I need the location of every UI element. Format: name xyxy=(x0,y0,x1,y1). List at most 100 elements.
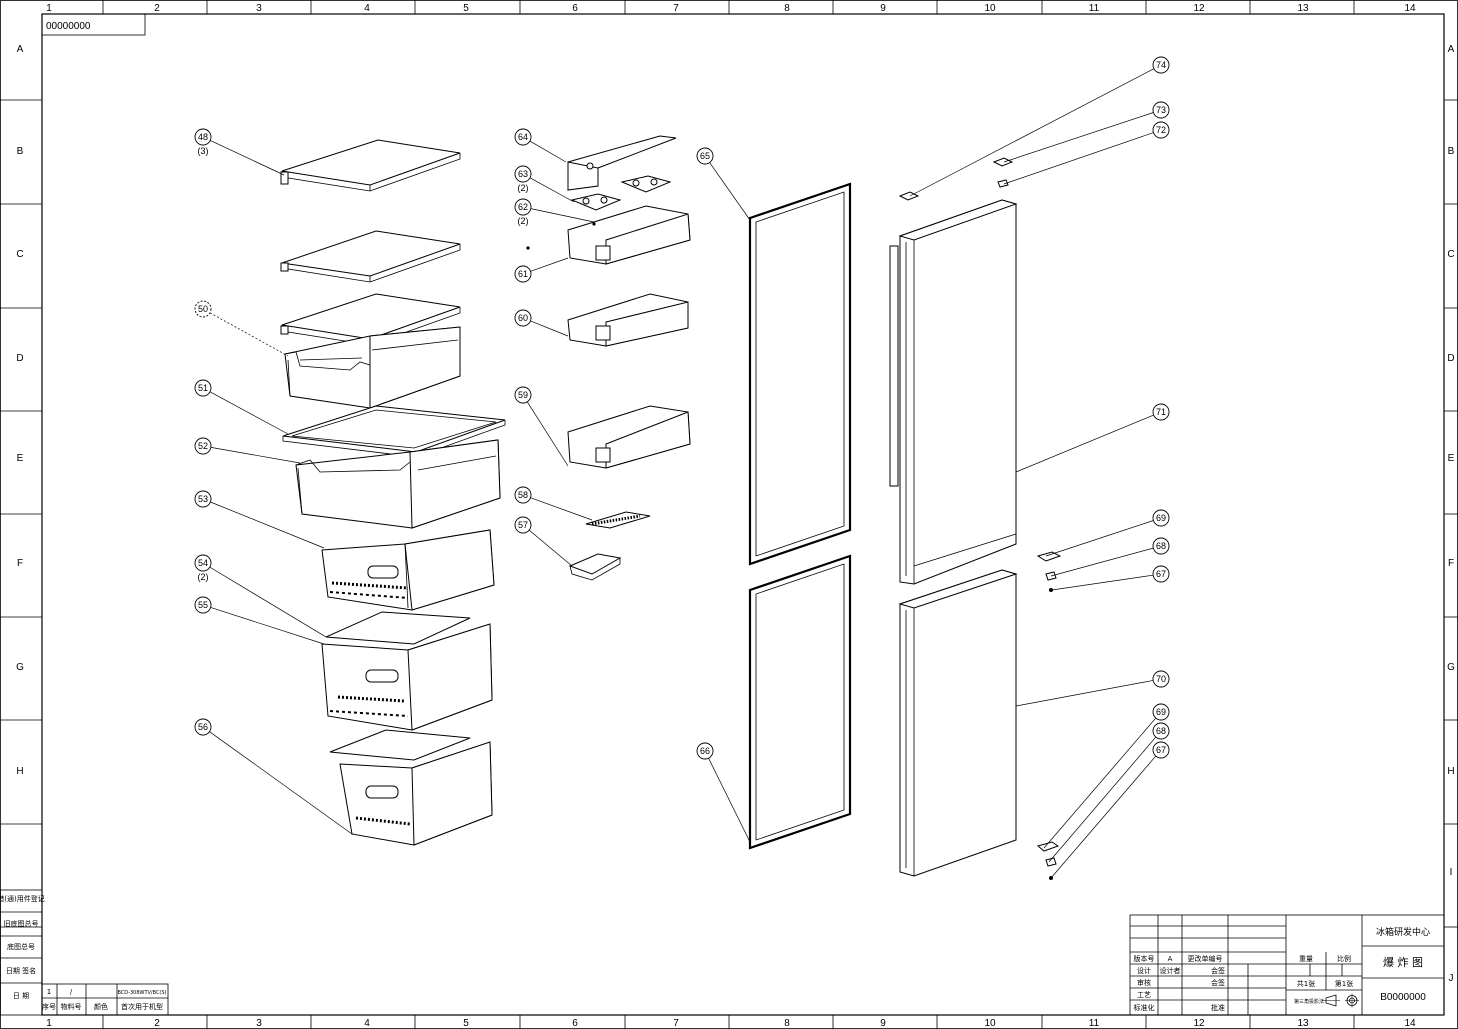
callout-59: 59 xyxy=(514,386,569,467)
egg-holder-63 xyxy=(570,175,672,211)
row-mark-right-G: G xyxy=(1447,662,1455,673)
row-mark-right-F: F xyxy=(1448,558,1454,569)
registry-row-2: 旧底图总号 xyxy=(4,919,39,928)
callout-54: 54(2) xyxy=(194,554,327,638)
callout-number: 74 xyxy=(1156,60,1166,70)
callout-number: 63 xyxy=(518,169,528,179)
third-angle-projection-icon xyxy=(1322,993,1359,1008)
freezer-door-70 xyxy=(898,569,1018,877)
col-mark-top-4: 4 xyxy=(364,3,370,14)
glass-shelf-48 xyxy=(280,139,461,192)
col-mark-top-8: 8 xyxy=(784,3,790,14)
callout-55: 55 xyxy=(194,596,325,645)
callout-quantity: (2) xyxy=(518,183,529,193)
fridge-door-71 xyxy=(889,199,1018,585)
col-mark-bottom-6: 6 xyxy=(572,1018,578,1029)
callout-67: 67 xyxy=(1051,565,1170,591)
mat-row2-col4: 首次用于机型 xyxy=(121,1002,163,1011)
callout-71: 71 xyxy=(1015,403,1170,473)
row-mark-right-J: J xyxy=(1449,973,1454,984)
standard-label: 标准化 xyxy=(1134,1003,1155,1012)
mat-row1-col4: BCD-308WTV/BC(S) xyxy=(117,990,166,996)
door-bin-60 xyxy=(567,293,689,347)
callout-66: 66 xyxy=(696,742,751,843)
freezer-cover-56 xyxy=(329,729,471,761)
countersign-2: 会签 xyxy=(1211,978,1225,987)
callout-number: 67 xyxy=(1156,745,1166,755)
callout-number: 61 xyxy=(518,269,528,279)
callout-48: 48(3) xyxy=(194,128,285,176)
mat-row1-col2: / xyxy=(70,988,73,996)
callout-65: 65 xyxy=(696,147,751,221)
callout-number: 58 xyxy=(518,490,528,500)
row-mark-left-B: B xyxy=(17,146,24,157)
freezer-drawer-53 xyxy=(321,529,495,611)
material-table: 1 / BCD-308WTV/BC(S) 序号 物料号 颜色 首次用于机型 xyxy=(41,983,169,1016)
callout-number: 65 xyxy=(700,151,710,161)
callout-52: 52 xyxy=(194,437,301,464)
sheet-number: 第1张 xyxy=(1335,979,1353,988)
callout-number: 66 xyxy=(700,746,710,756)
row-mark-left-D: D xyxy=(16,353,23,364)
code-box xyxy=(41,13,146,36)
col-mark-top-14: 14 xyxy=(1404,3,1416,14)
row-mark-left-C: C xyxy=(16,249,23,260)
drawing-number: B0000000 xyxy=(1380,992,1426,1003)
callout-number: 69 xyxy=(1156,707,1166,717)
callout-number: 52 xyxy=(198,441,208,451)
callout-number: 69 xyxy=(1156,513,1166,523)
callout-51: 51 xyxy=(194,379,289,435)
col-mark-top-13: 13 xyxy=(1297,3,1309,14)
col-mark-top-5: 5 xyxy=(463,3,469,14)
col-mark-top-6: 6 xyxy=(572,3,578,14)
col-mark-bottom-9: 9 xyxy=(880,1018,886,1029)
callout-69: 69 xyxy=(1045,509,1170,557)
callout-69: 69 xyxy=(1043,703,1170,849)
callout-57: 57 xyxy=(514,516,573,567)
callout-number: 67 xyxy=(1156,569,1166,579)
row-mark-right-B: B xyxy=(1448,146,1455,157)
callout-53: 53 xyxy=(194,490,325,549)
process-label: 工艺 xyxy=(1137,991,1151,999)
callout-58: 58 xyxy=(514,486,593,521)
col-mark-bottom-14: 14 xyxy=(1404,1018,1416,1029)
callout-number: 48 xyxy=(198,132,208,142)
change-label: 更改单编号 xyxy=(1188,954,1223,963)
row-mark-right-A: A xyxy=(1448,44,1455,55)
callout-number: 50 xyxy=(198,304,208,314)
registry-row-1: 借(通)用件登记 xyxy=(0,894,45,903)
col-mark-bottom-12: 12 xyxy=(1193,1018,1205,1029)
callout-number: 56 xyxy=(198,722,208,732)
hinge-parts-72-74 xyxy=(898,157,1014,201)
callout-quantity: (2) xyxy=(518,216,529,226)
bin-cover-64 xyxy=(567,135,677,191)
version-value: A xyxy=(1168,955,1173,963)
callout-63: 63(2) xyxy=(514,165,575,203)
callout-number: 72 xyxy=(1156,125,1166,135)
door-bin-59 xyxy=(567,405,691,469)
col-mark-bottom-2: 2 xyxy=(154,1018,160,1029)
callout-number: 57 xyxy=(518,520,528,530)
row-mark-right-C: C xyxy=(1447,249,1454,260)
col-mark-bottom-1: 1 xyxy=(46,1018,52,1029)
callout-number: 55 xyxy=(198,600,208,610)
callout-74: 74 xyxy=(909,56,1170,197)
row-mark-right-D: D xyxy=(1447,353,1454,364)
row-mark-left-G: G xyxy=(16,662,24,673)
col-mark-bottom-11: 11 xyxy=(1089,1018,1100,1029)
row-mark-left-F: F xyxy=(17,558,23,569)
title-block: 版本号 A 更改单编号 设计 设计者 会签 审核 会签 工艺 标准化 批准 重量… xyxy=(1129,914,1445,1016)
row-mark-left-E: E xyxy=(17,453,24,464)
mat-row2-col1: 序号 xyxy=(42,1002,56,1011)
door-gasket-66 xyxy=(748,554,852,850)
callout-56: 56 xyxy=(194,718,353,835)
review-label: 审核 xyxy=(1137,978,1151,987)
row-mark-left-H: H xyxy=(16,766,23,777)
col-mark-top-12: 12 xyxy=(1193,3,1205,14)
col-mark-top-11: 11 xyxy=(1089,3,1100,14)
row-mark-right-I: I xyxy=(1450,867,1453,878)
callout-68: 68 xyxy=(1050,537,1170,577)
callout-number: 73 xyxy=(1156,105,1166,115)
col-mark-bottom-8: 8 xyxy=(784,1018,790,1029)
